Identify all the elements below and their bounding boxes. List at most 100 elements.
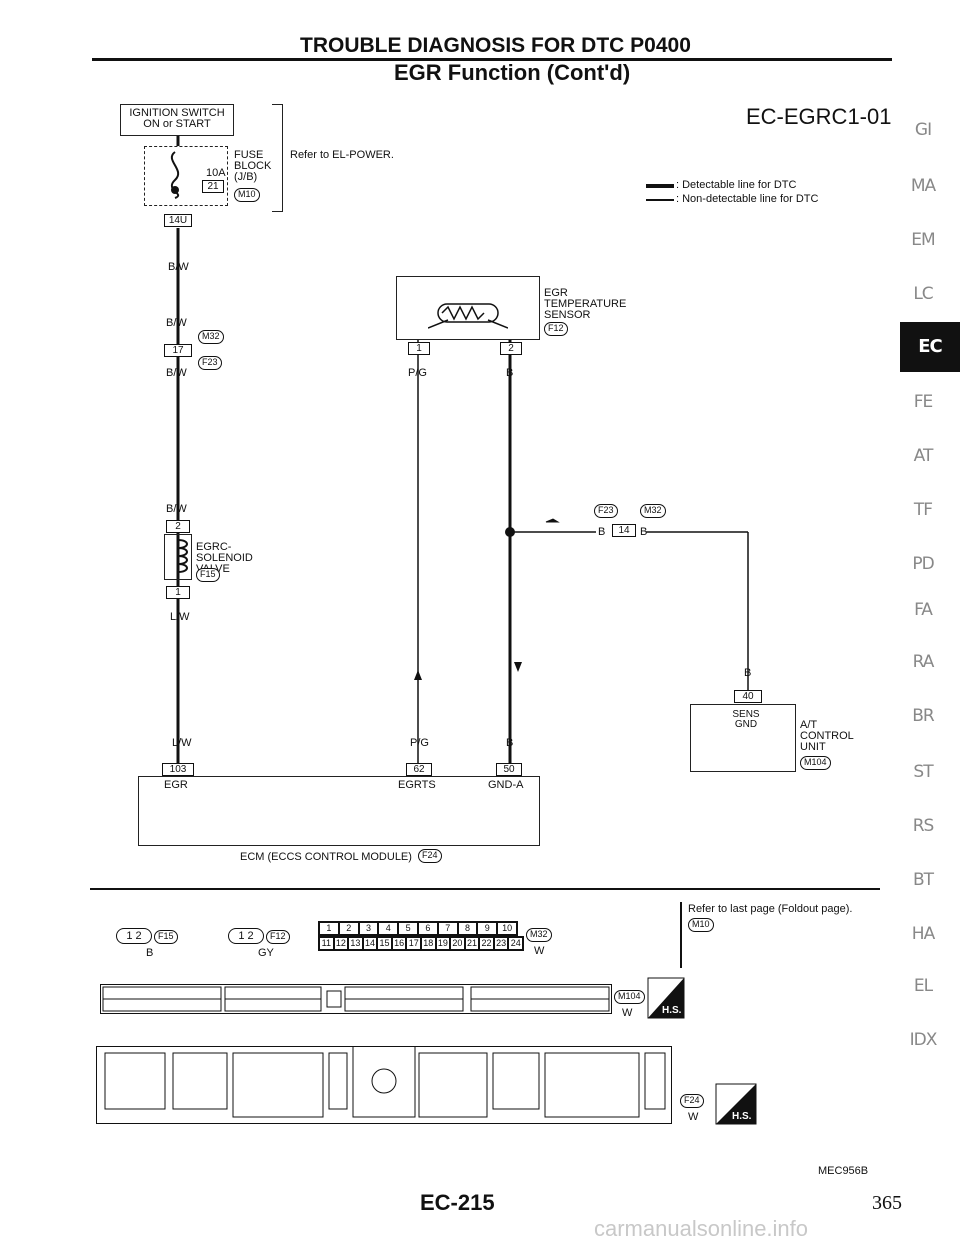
- wire-bw-label-3: B/W: [166, 367, 187, 379]
- index-tab-ra[interactable]: RA: [912, 652, 935, 672]
- wire-bw-label-4: B/W: [166, 503, 187, 515]
- solenoid-connector: F15: [196, 568, 220, 582]
- m32-pin: 22: [479, 937, 494, 950]
- sensor-pin-2: 2: [500, 342, 522, 355]
- wire-lines: [176, 136, 749, 770]
- wire-b-label-3: B: [640, 526, 648, 538]
- conn-f12-face: 1 2: [228, 928, 264, 944]
- junction-pin-14: 14: [612, 524, 636, 537]
- wire-pg-label-1: P/G: [408, 367, 427, 379]
- at-connector: M104: [800, 756, 831, 770]
- figure-code: MEC956B: [818, 1165, 869, 1177]
- conn-f24-color: W: [688, 1111, 699, 1123]
- temp-sensor-box: [396, 276, 540, 340]
- wire-lw-label-2: L/W: [172, 737, 192, 749]
- m32-pin: 5: [398, 922, 418, 935]
- fuse-symbol: [144, 146, 228, 206]
- index-tab-gi[interactable]: GI: [914, 120, 932, 140]
- wire-lw-label-1: L/W: [170, 611, 190, 623]
- solenoid-pin-2: 2: [166, 520, 190, 533]
- wire-bw-label-2: B/W: [166, 317, 187, 329]
- conn-f24-code: F24: [680, 1094, 704, 1108]
- hs-label-1: H.S.: [662, 1005, 682, 1016]
- conn-m104-color: W: [622, 1007, 633, 1019]
- ignition-switch-label: IGNITION SWITCH ON or START: [129, 107, 225, 130]
- index-tab-rs[interactable]: RS: [912, 816, 935, 836]
- conn-m32-color: W: [534, 945, 545, 957]
- wire-b-label-2: B: [598, 526, 606, 538]
- conn-m104-face: [100, 984, 612, 1014]
- index-tab-tf[interactable]: TF: [913, 500, 933, 520]
- index-tab-fe[interactable]: FE: [913, 392, 934, 412]
- page-number: 365: [872, 1192, 902, 1214]
- ecm-pin-62: 62: [406, 763, 432, 776]
- m32-pin: 9: [477, 922, 498, 935]
- conn-m104-code: M104: [614, 990, 645, 1004]
- page-subtitle: EGR Function (Cont'd): [394, 60, 631, 85]
- index-tab-ha[interactable]: HA: [911, 924, 935, 944]
- ecm-pin-103: 103: [162, 763, 194, 776]
- conn-m32-row1: 1 2 3 4 5 6 7 8 9 10: [318, 921, 518, 936]
- ignition-switch-box: IGNITION SWITCH ON or START: [120, 104, 234, 136]
- conn-m32-label-2: M32: [640, 504, 666, 518]
- m32-pin: 4: [378, 922, 399, 935]
- index-tab-bt[interactable]: BT: [912, 870, 934, 890]
- m32-pin: 17: [406, 937, 421, 950]
- index-tab-pd[interactable]: PD: [912, 554, 934, 574]
- ecm-pin-50: 50: [496, 763, 522, 776]
- diagram-code: EC-EGRC1-01: [746, 104, 892, 129]
- index-tab-idx[interactable]: IDX: [909, 1030, 938, 1050]
- fuse-number: 21: [202, 180, 224, 193]
- sens-gnd-label: SENS GND: [732, 709, 760, 730]
- solenoid-symbol: [164, 534, 192, 580]
- m32-pin: 20: [450, 937, 465, 950]
- conn-f12-code: F12: [266, 930, 290, 944]
- index-tab-ec[interactable]: EC: [900, 322, 960, 372]
- wire-b-label-4: B: [744, 667, 752, 679]
- m32-pin: 11: [319, 937, 334, 950]
- m32-pin: 8: [457, 922, 478, 935]
- index-tab-st[interactable]: ST: [913, 762, 933, 782]
- at-pin-40: 40: [734, 690, 762, 703]
- conn-f24-face: [96, 1044, 672, 1124]
- ecm-egrts-terminal: EGRTS: [398, 779, 436, 791]
- at-unit-label: A/T CONTROL UNIT: [800, 719, 854, 753]
- m32-pin: 18: [420, 937, 436, 950]
- hs-icon-2: [714, 1082, 758, 1131]
- foldout-connector: M10: [688, 918, 714, 932]
- temp-sensor-label: EGR TEMPERATURE SENSOR: [544, 287, 627, 321]
- index-tab-at[interactable]: AT: [913, 446, 934, 466]
- refer-foldout-text: Refer to last page (Foldout page).: [688, 903, 853, 915]
- index-tab-lc[interactable]: LC: [913, 284, 933, 304]
- index-tab-br[interactable]: BR: [912, 706, 934, 726]
- fuse-pin: 14U: [164, 214, 192, 227]
- thermistor-icon: [427, 300, 509, 335]
- m32-pin: 23: [493, 937, 509, 950]
- wire-pg-label-2: P/G: [410, 737, 429, 749]
- solenoid-coil-icon: [166, 538, 190, 583]
- index-tab-em[interactable]: EM: [911, 230, 935, 250]
- conn-m32-code: M32: [526, 928, 552, 942]
- conn-f23-label-2: F23: [594, 504, 618, 518]
- m32-pin: 12: [333, 937, 349, 950]
- m32-pin: 6: [417, 922, 438, 935]
- index-tab-el[interactable]: EL: [913, 976, 933, 996]
- ecm-label: ECM (ECCS CONTROL MODULE): [240, 851, 412, 863]
- conn-m32-row2: 11 12 13 14 15 16 17 18 19 20 21 22 23 2…: [318, 936, 524, 951]
- wire-b-label-1: B: [506, 367, 514, 379]
- index-tab-ma[interactable]: MA: [910, 176, 936, 196]
- solenoid-pin-1: 1: [166, 586, 190, 599]
- legend-detectable-text: : Detectable line for DTC: [676, 179, 797, 191]
- m32-pin: 7: [437, 922, 458, 935]
- wiring-diagram: IGNITION SWITCH ON or START Refer to EL-…: [120, 104, 892, 863]
- index-tab-fa[interactable]: FA: [914, 600, 933, 620]
- watermark: carmanualsonline.info: [594, 1216, 809, 1241]
- page-label: EC-215: [420, 1190, 495, 1215]
- foldout-divider: [680, 902, 682, 968]
- temp-sensor-connector: F12: [544, 322, 568, 336]
- sensor-pin-1: 1: [408, 342, 430, 355]
- wire-b-label-5: B: [506, 737, 514, 749]
- conn-f23-label-1: F23: [198, 356, 222, 370]
- fuse-connector-code: M10: [234, 188, 260, 202]
- m32-pin: 10: [497, 922, 517, 935]
